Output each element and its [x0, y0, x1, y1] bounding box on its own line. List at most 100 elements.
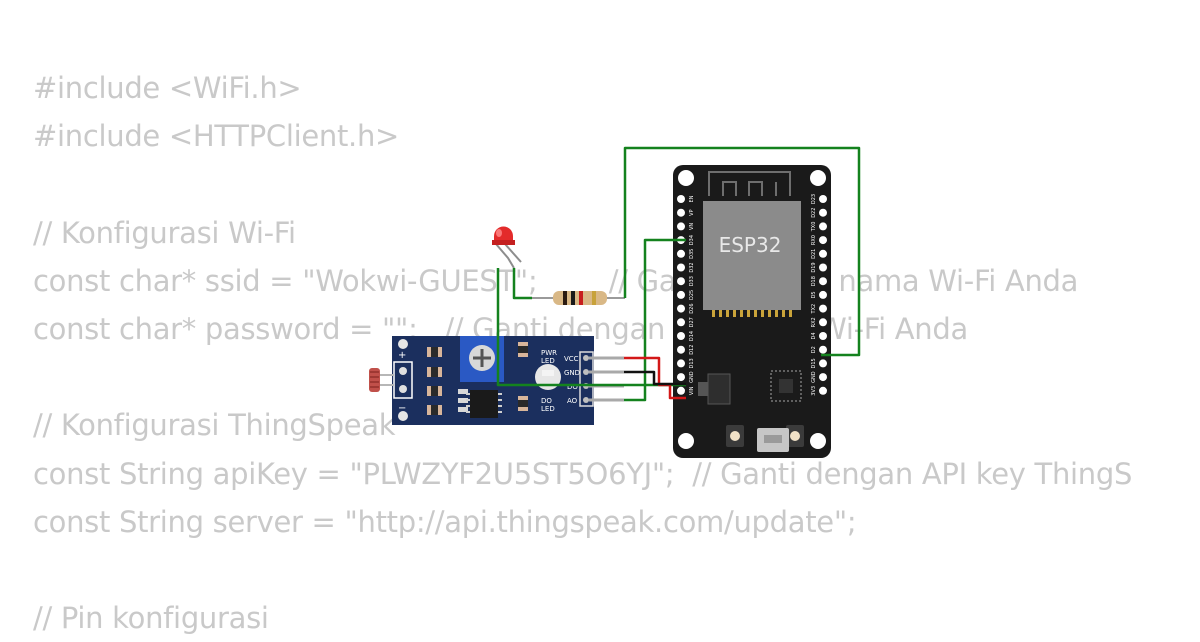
- code-line: #include <WiFi.h>: [33, 71, 302, 105]
- ldr-socket-pin: [399, 367, 407, 375]
- wire-ao-to-d34[interactable]: [624, 238, 686, 402]
- pwr-led-label: LED: [541, 357, 555, 365]
- minus-label: −: [398, 403, 406, 414]
- ldr-module[interactable]: + − PWR LED DO LED: [369, 336, 624, 425]
- resistor-band: [571, 291, 575, 305]
- esp32-pin-d32[interactable]: [677, 263, 685, 272]
- wire-led-to-gnd[interactable]: [496, 268, 686, 387]
- esp32-pin-label: VIN: [689, 386, 695, 395]
- usb-serial-chip-core: [779, 379, 793, 393]
- esp32-pin-label: D25: [689, 290, 695, 300]
- wire-led-to-resistor[interactable]: [512, 268, 532, 300]
- pwr-led: [535, 364, 561, 390]
- resistor[interactable]: [532, 291, 625, 305]
- esp32-pin-d12[interactable]: [677, 345, 685, 354]
- usb-port-opening: [764, 435, 782, 443]
- esp32-pin-label: D12: [689, 345, 695, 355]
- do-led: [542, 370, 554, 376]
- esp32-pin-label: RX2: [811, 317, 817, 327]
- esp32-pin-rx0[interactable]: [819, 236, 827, 245]
- esp32-pin-d4[interactable]: [819, 332, 827, 340]
- esp32-pin-vp[interactable]: [677, 208, 685, 217]
- esp32-pin-label: VN: [689, 223, 695, 230]
- code-line: const String apiKey = "PLWZYF2U5ST5O6YJ"…: [33, 456, 1133, 491]
- esp32-pin-label: D19: [811, 262, 817, 272]
- esp32-pin-label: D4: [811, 332, 817, 339]
- esp32-pin-d25[interactable]: [677, 290, 685, 299]
- esp32-pin-d13[interactable]: [677, 359, 685, 368]
- esp32-pin-d18[interactable]: [819, 277, 827, 286]
- esp32-pin-d33[interactable]: [677, 277, 685, 286]
- comparator-pins: [466, 393, 502, 413]
- esp32-pin-d27[interactable]: [677, 318, 685, 327]
- boot-button-cap: [790, 431, 800, 441]
- photoresistor[interactable]: [369, 368, 380, 392]
- do-led-label: DO: [541, 397, 552, 405]
- ldr-pin-header: [579, 351, 594, 407]
- esp32-mount-hole: [678, 433, 694, 449]
- esp32-board[interactable]: ESP32 ENVPVND34D35D32D33D25D26D27D14D12D…: [673, 165, 831, 458]
- esp32-pin-label: D35: [689, 249, 695, 259]
- plus-label: +: [398, 350, 406, 361]
- module-pads: [712, 310, 792, 317]
- led-rim: [492, 240, 515, 245]
- esp32-pin-label: D15: [811, 358, 817, 368]
- esp32-right-header: D23D22TX0RX0D21D19D18D5TX2RX2D4D2D15GND3…: [811, 194, 827, 396]
- esp32-pin-label: TX0: [811, 222, 817, 233]
- ldr-socket-pin: [399, 385, 407, 393]
- esp32-pin-d22[interactable]: [819, 208, 827, 217]
- esp32-pin-3v3[interactable]: [819, 386, 827, 395]
- esp32-pin-d15[interactable]: [819, 359, 827, 368]
- photoresistor-legs: [380, 374, 394, 386]
- ldr-pin-label-ao: AO: [567, 397, 578, 405]
- esp32-pin-d23[interactable]: [819, 195, 827, 203]
- esp32-pin-label: D27: [689, 317, 695, 327]
- en-button-cap: [730, 431, 740, 441]
- esp32-pin-label: D2: [811, 346, 817, 353]
- esp32-chip-label: ESP32: [719, 233, 782, 257]
- esp32-pin-label: D14: [689, 331, 695, 341]
- esp32-pin-d21[interactable]: [819, 249, 827, 258]
- esp32-pin-vin[interactable]: [677, 386, 685, 395]
- esp32-pin-d14[interactable]: [677, 332, 685, 340]
- voltage-regulator: [707, 373, 731, 405]
- esp32-pin-tx0[interactable]: [819, 222, 827, 231]
- esp32-pin-label: EN: [689, 195, 695, 202]
- esp32-pin-en[interactable]: [677, 195, 685, 203]
- led-leg-cathode: [504, 243, 522, 263]
- esp32-pin-label: D23: [811, 194, 817, 204]
- led-highlight: [496, 229, 502, 237]
- esp32-pin-tx2[interactable]: [819, 304, 827, 313]
- ldr-pin-legs: [589, 356, 624, 402]
- wire-gnd-to-gnd[interactable]: [624, 370, 686, 386]
- esp32-pin-gnd[interactable]: [677, 373, 685, 382]
- esp32-pin-d2[interactable]: [819, 345, 827, 354]
- code-line: // Konfigurasi ThingSpeak: [33, 408, 396, 443]
- esp32-pin-label: TX2: [811, 304, 817, 315]
- resistor-band: [579, 291, 583, 305]
- esp32-pin-d19[interactable]: [819, 263, 827, 272]
- red-led[interactable]: [492, 226, 522, 269]
- wire-resistor-to-d2[interactable]: [623, 146, 861, 357]
- ldr-pin-label-do: DO: [567, 383, 578, 391]
- ldr-mount-hole: [398, 339, 408, 349]
- esp32-pin-label: D21: [811, 249, 817, 259]
- led-leg-anode: [495, 243, 515, 269]
- regulator-tab: [698, 382, 708, 396]
- esp32-pin-label: D32: [689, 262, 695, 272]
- esp32-pin-label: D33: [689, 276, 695, 286]
- comparator-ic: [470, 390, 498, 418]
- esp32-left-header: ENVPVND34D35D32D33D25D26D27D14D12D13GNDV…: [677, 195, 695, 395]
- esp32-pin-gnd[interactable]: [819, 373, 827, 382]
- code-line: // Pin konfigurasi: [33, 601, 269, 636]
- esp32-pin-d26[interactable]: [677, 304, 685, 313]
- esp32-pin-vn[interactable]: [677, 222, 685, 231]
- esp32-pin-d5[interactable]: [819, 290, 827, 299]
- esp32-pin-rx2[interactable]: [819, 318, 827, 327]
- esp32-mount-hole: [678, 170, 694, 186]
- ldr-mount-hole: [398, 411, 408, 421]
- ldr-pin-label-gnd: GND: [564, 369, 580, 377]
- esp32-pin-label: D18: [811, 276, 817, 286]
- esp32-pin-d35[interactable]: [677, 249, 685, 258]
